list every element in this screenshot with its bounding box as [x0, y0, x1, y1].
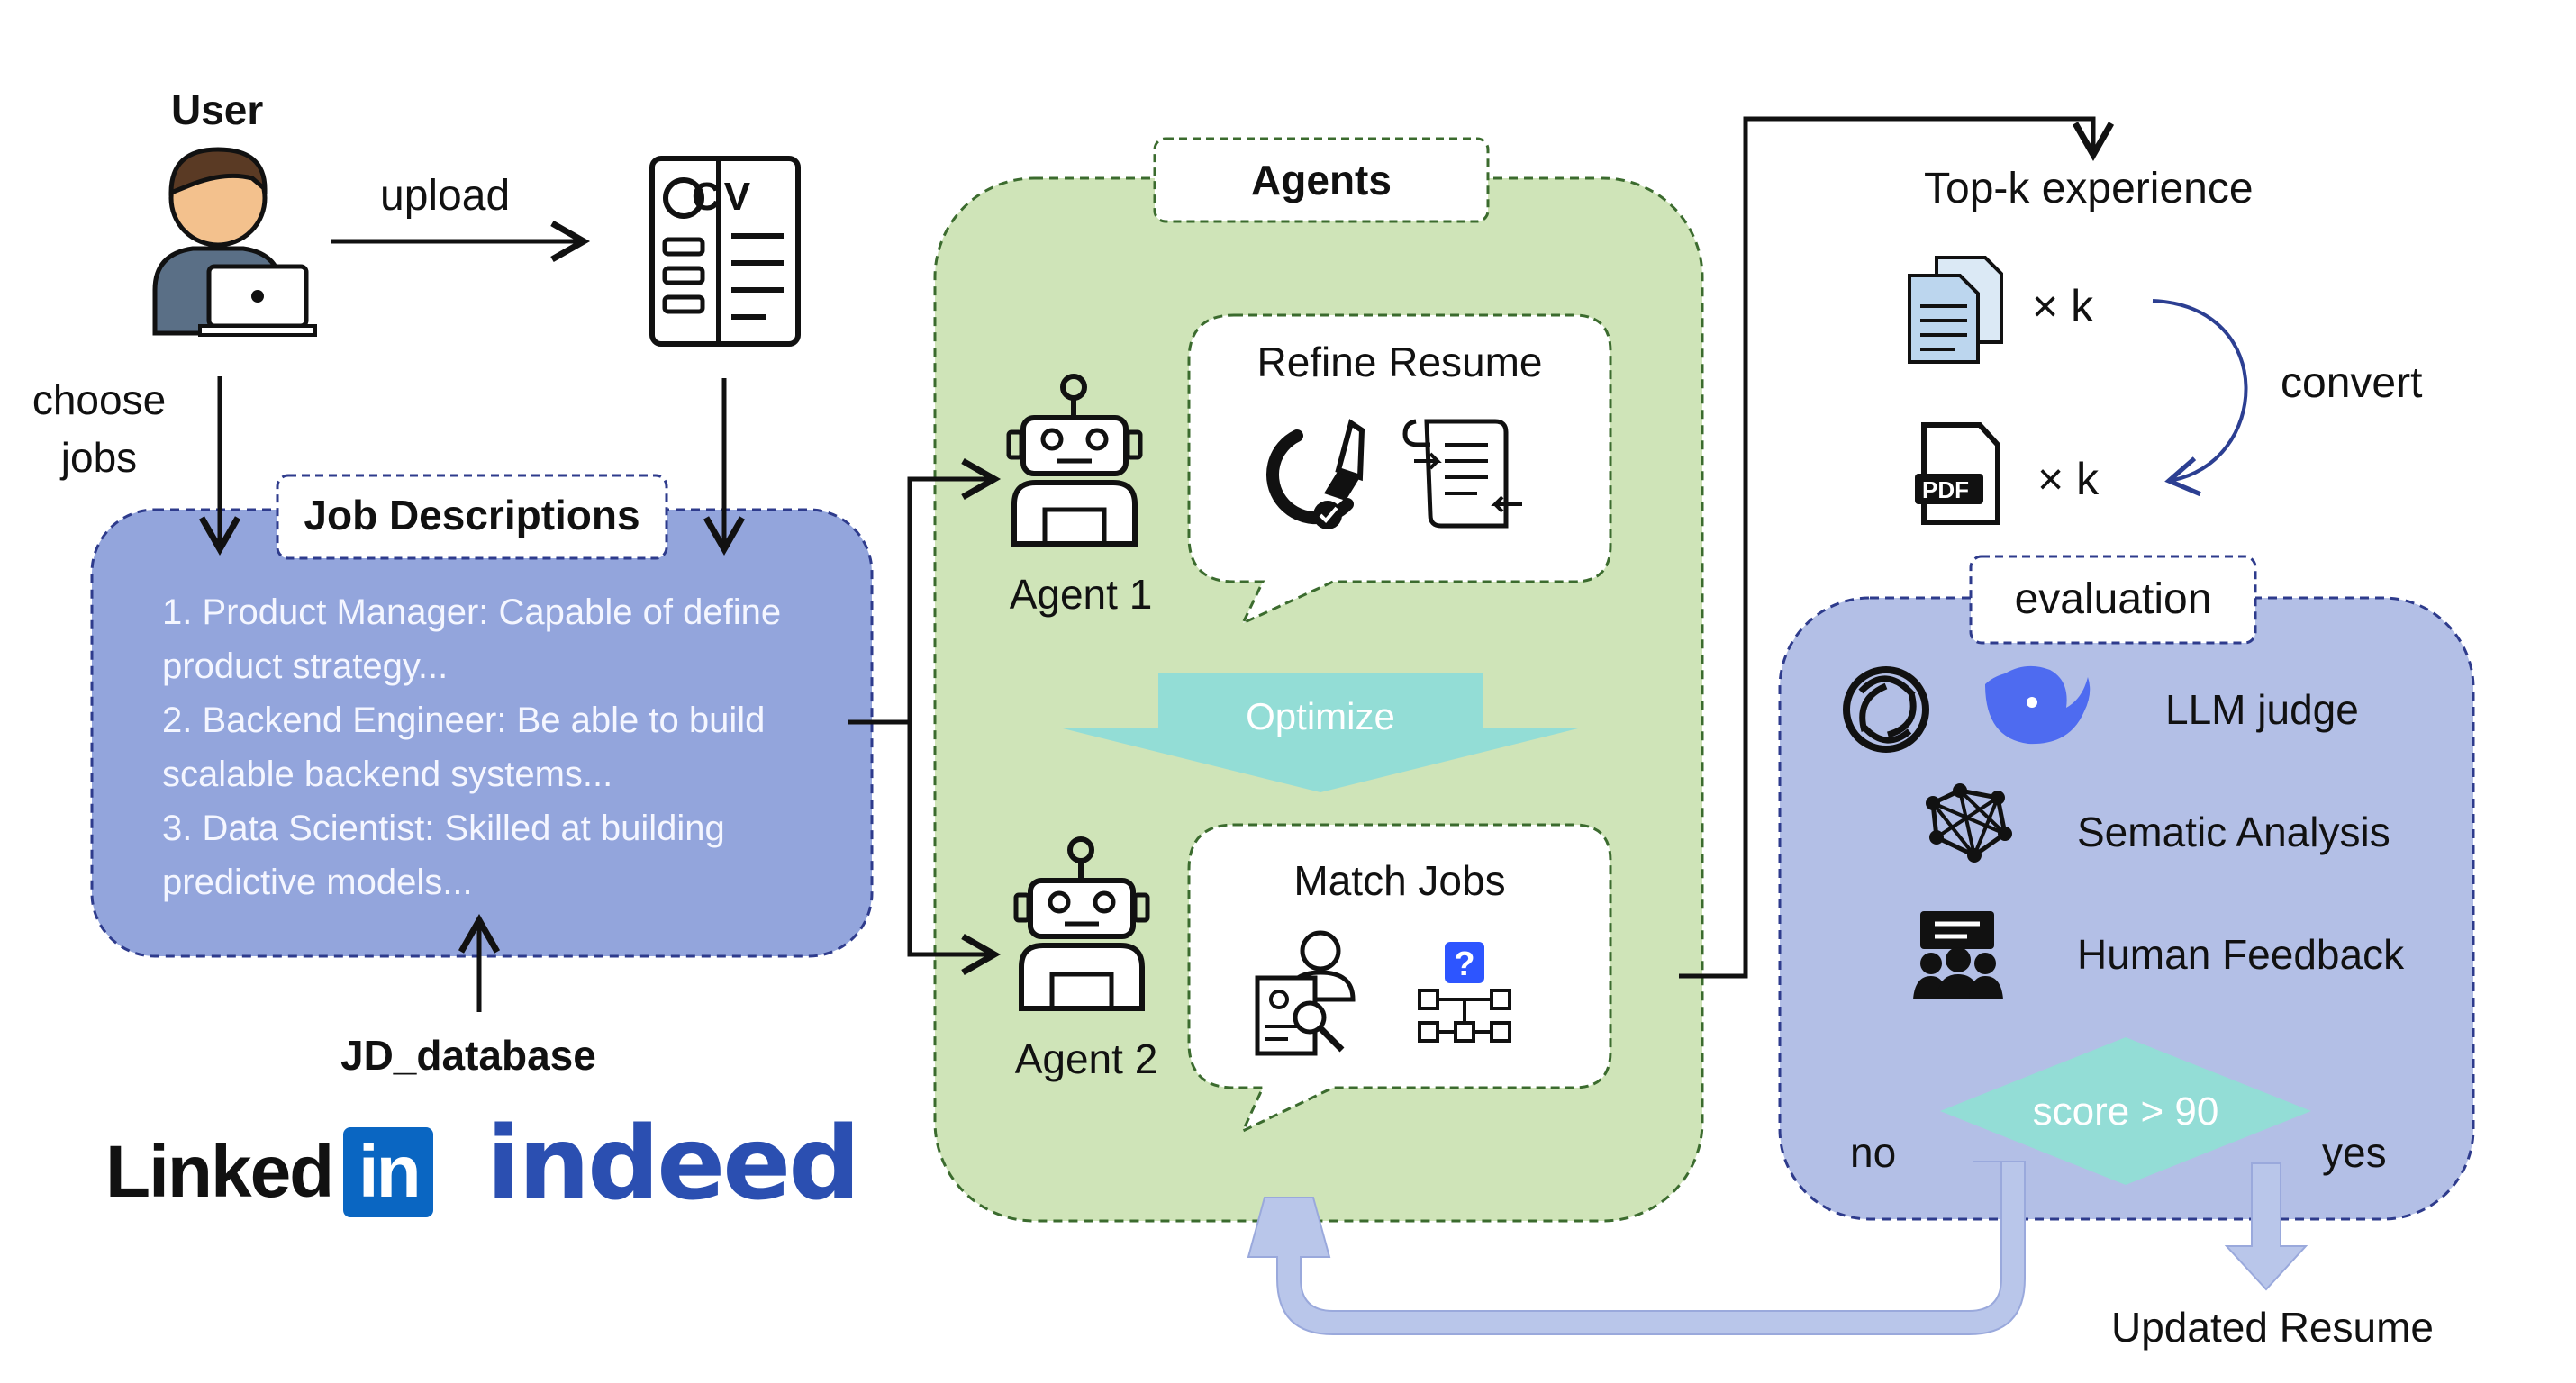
- convert-arrow: [2152, 299, 2248, 497]
- human-feedback-icon: [1913, 911, 2003, 999]
- network-graph-icon: [1926, 783, 2012, 863]
- candidate-search-icon: [1255, 930, 1356, 1056]
- refine-resume-label: Refine Resume: [1256, 339, 1543, 385]
- pdf-icon: [1915, 422, 2000, 525]
- document-exchange-icon: [1402, 419, 1522, 529]
- job-descriptions-title-box: [276, 474, 668, 560]
- times-k-pdf: × k: [2037, 454, 2100, 504]
- evaluation-title-box: [1969, 555, 2257, 645]
- openai-logo-icon: [1843, 666, 1929, 753]
- agent2-label: Agent 2: [1014, 1035, 1158, 1082]
- evaluation-panel: [1778, 596, 2475, 1221]
- decision-diamond: [1940, 1037, 2311, 1185]
- yes-arrow: [2224, 1162, 2308, 1291]
- indeed-logo: indeed: [486, 1106, 860, 1223]
- convert-label: convert: [2281, 359, 2423, 407]
- choose-label: choose: [32, 376, 167, 423]
- yes-label: yes: [2322, 1129, 2387, 1176]
- optimize-arrow: [1059, 673, 1582, 792]
- evaluation-title: evaluation: [2014, 575, 2212, 623]
- agent1-label: Agent 1: [1009, 571, 1153, 618]
- job-description-line: scalable backend systems...: [162, 755, 613, 794]
- job-description-line: 2. Backend Engineer: Be able to build: [162, 701, 766, 740]
- refine-resume-bubble: [1187, 313, 1612, 627]
- question-flow-icon: ?: [1418, 942, 1511, 1043]
- cv-text: CV: [692, 175, 755, 219]
- jd-to-agents-connector: [848, 457, 1002, 725]
- no-label: no: [1850, 1129, 1897, 1176]
- job-description-line: 3. Data Scientist: Skilled at building: [162, 809, 725, 848]
- deepseek-whale-icon: [1985, 665, 2091, 745]
- job-description-line: predictive models...: [162, 863, 473, 902]
- job-description-line: product strategy...: [162, 646, 449, 686]
- job-descriptions-list: 1. Product Manager: Capable of define pr…: [162, 585, 847, 909]
- documents-icon: [1908, 256, 2003, 364]
- optimize-label: Optimize: [1246, 695, 1395, 737]
- cv-document-icon: [649, 156, 801, 347]
- job-descriptions-title: Job Descriptions: [304, 492, 640, 538]
- linkedin-in-box: in: [343, 1127, 434, 1217]
- llm-judge-label: LLM judge: [2165, 686, 2359, 733]
- pdf-badge-text: PDF: [1922, 476, 1969, 503]
- jobs-label: jobs: [60, 434, 138, 481]
- linkedin-logo: Linked in: [105, 1127, 434, 1217]
- jd-to-agent2-connector: [907, 722, 1002, 976]
- agents-to-experience-connector: [1679, 116, 2115, 979]
- human-feedback-label: Human Feedback: [2077, 931, 2405, 978]
- feedback-loop-arrow: [1247, 1161, 2026, 1335]
- edit-pencil-icon: [1266, 419, 1365, 529]
- jd-database-label: JD_database: [340, 1032, 596, 1079]
- robot-icon-agent2: [1013, 836, 1150, 1011]
- times-k-documents: × k: [2032, 281, 2094, 331]
- robot-icon-agent1: [1006, 374, 1143, 547]
- semantic-analysis-label: Sematic Analysis: [2077, 809, 2390, 855]
- svg-text:?: ?: [1454, 945, 1474, 983]
- updated-resume-label: Updated Resume: [2111, 1304, 2434, 1351]
- user-icon: [152, 147, 317, 337]
- linkedin-word: Linked: [105, 1131, 334, 1213]
- user-label: User: [171, 86, 264, 133]
- top-k-experience-title: Top-k experience: [1924, 165, 2254, 212]
- agents-title-box: [1153, 137, 1490, 223]
- decision-label: score > 90: [2032, 1089, 2219, 1134]
- upload-label: upload: [380, 172, 511, 220]
- match-jobs-label: Match Jobs: [1293, 857, 1506, 904]
- agents-title: Agents: [1251, 157, 1392, 203]
- job-description-line: 1. Product Manager: Capable of define: [162, 592, 782, 632]
